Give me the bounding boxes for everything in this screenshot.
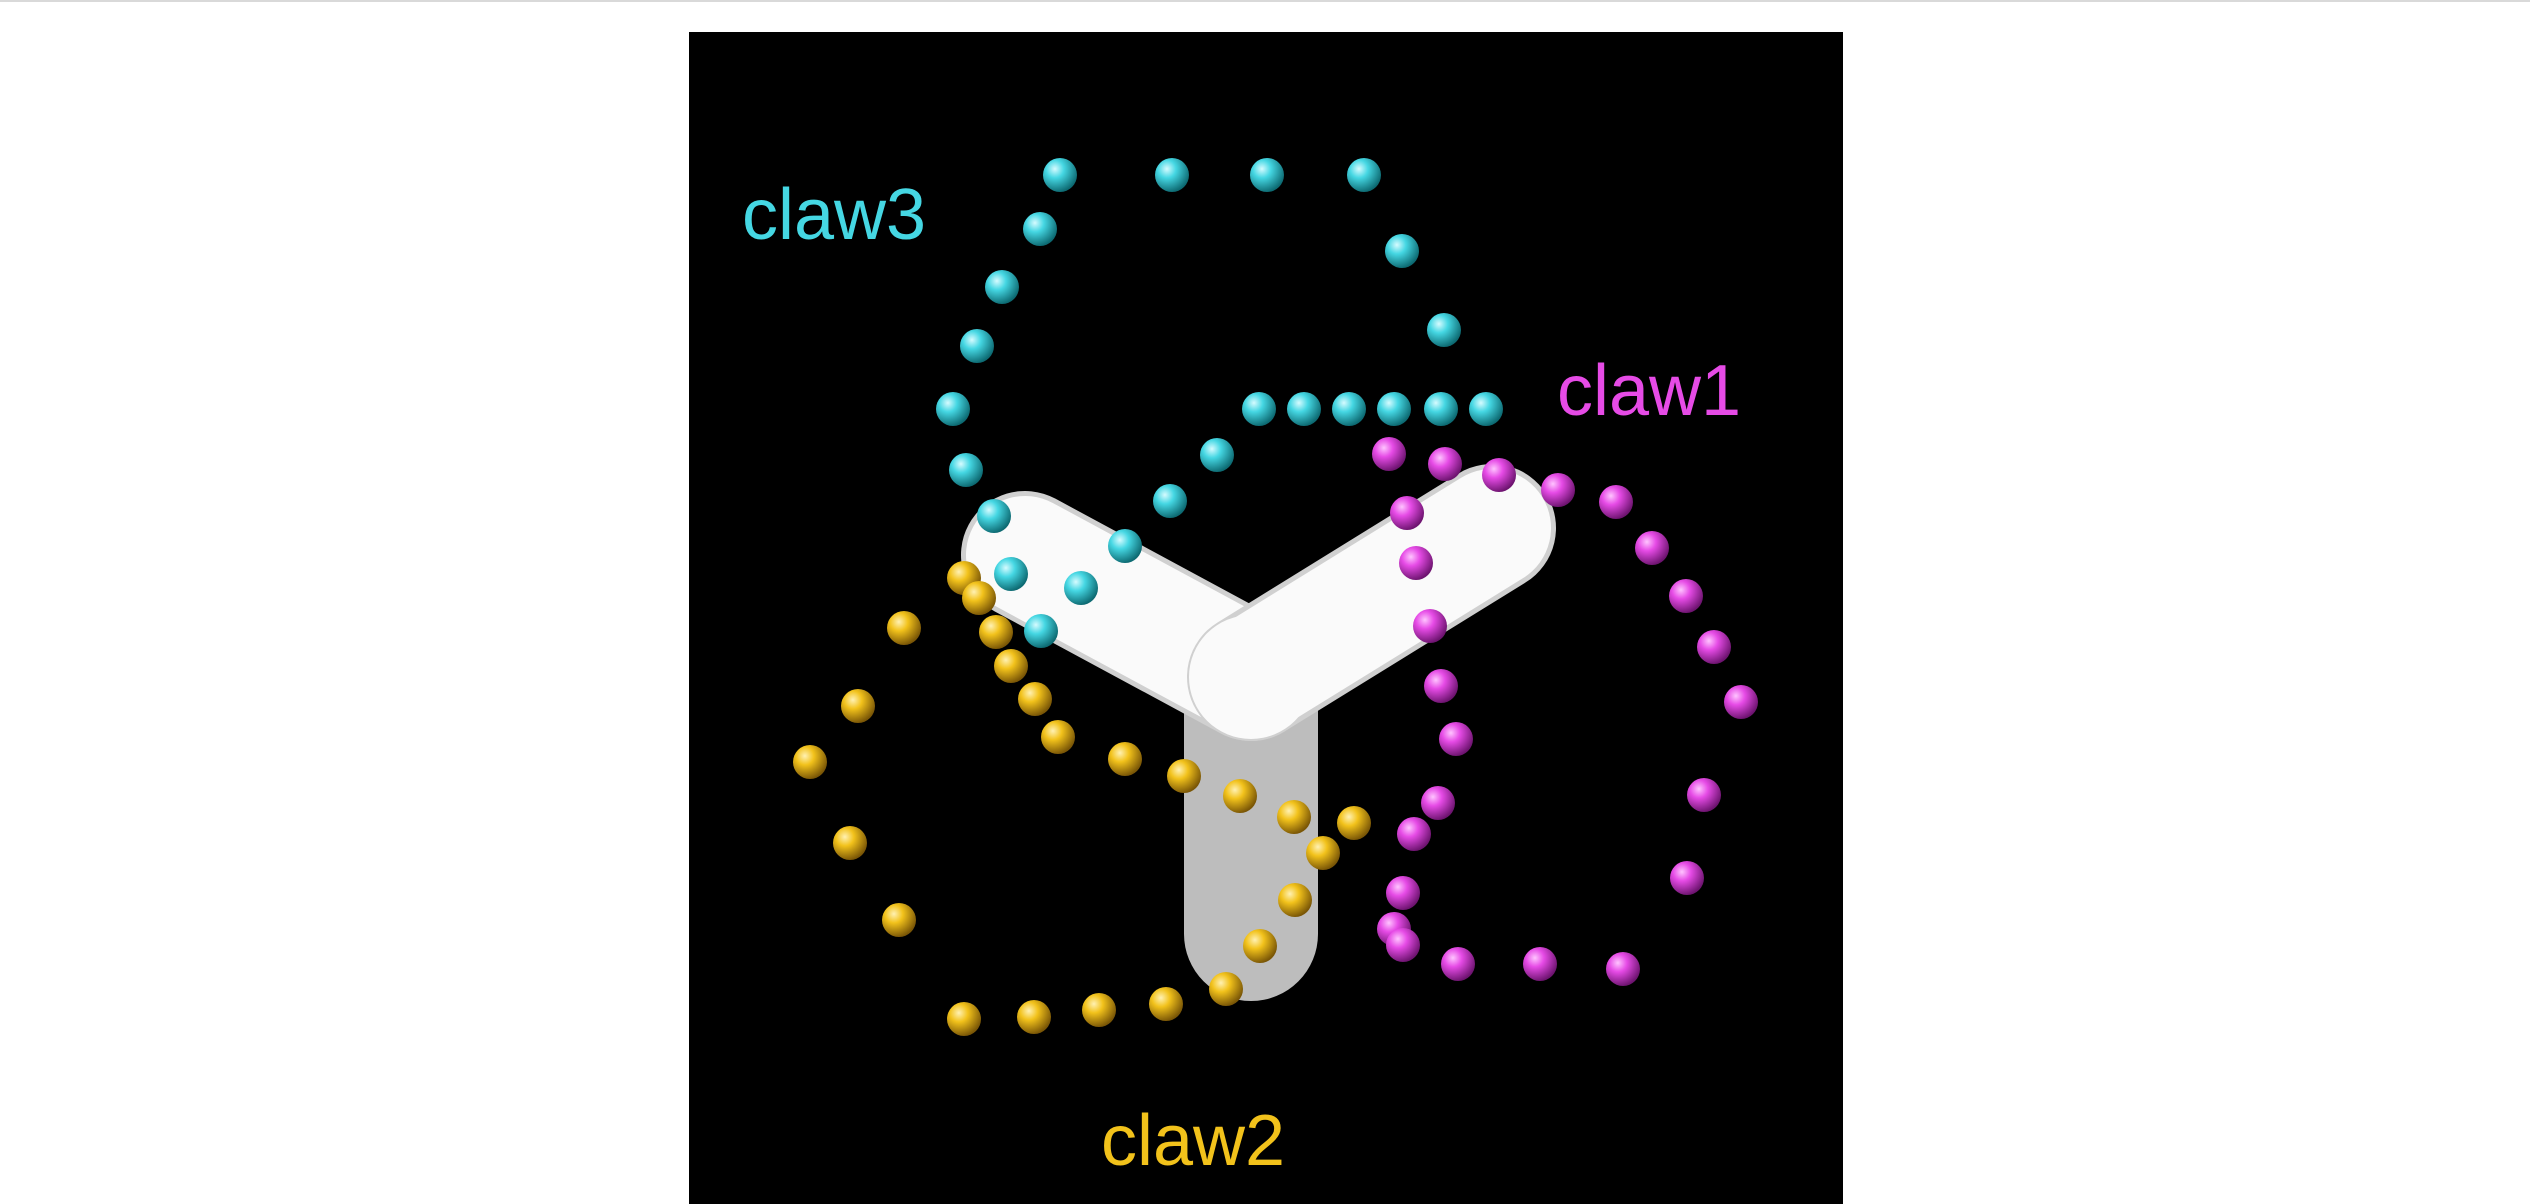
claw2-bead <box>793 745 827 779</box>
claw1-bead <box>1599 485 1633 519</box>
claw3-bead <box>1108 529 1142 563</box>
claw1-bead <box>1386 928 1420 962</box>
claw2-bead <box>979 615 1013 649</box>
claw3-bead <box>1287 392 1321 426</box>
claw2-bead <box>887 611 921 645</box>
claw1-bead <box>1697 630 1731 664</box>
claw1-bead <box>1541 473 1575 507</box>
claw2-bead <box>1223 779 1257 813</box>
claw1-bead <box>1428 447 1462 481</box>
claw1-bead <box>1724 685 1758 719</box>
claw1-bead <box>1635 531 1669 565</box>
claw3-bead <box>1153 484 1187 518</box>
claw3-bead <box>1043 158 1077 192</box>
claw3-bead <box>1385 234 1419 268</box>
claw2-bead <box>1337 806 1371 840</box>
claw3-bead <box>985 270 1019 304</box>
claw2-bead <box>1278 883 1312 917</box>
claw2-bead <box>1082 993 1116 1027</box>
claw2-bead <box>833 826 867 860</box>
claw-diagram-svg: claw3 claw1 claw2 <box>742 158 1758 1181</box>
claw3-bead <box>1200 438 1234 472</box>
claw2-bead <box>1018 682 1052 716</box>
claw3-bead <box>1064 571 1098 605</box>
claw2-bead <box>947 1002 981 1036</box>
top-border <box>0 0 2530 2</box>
claw3-bead <box>1250 158 1284 192</box>
claw2-bead <box>882 903 916 937</box>
claw2-bead <box>1277 800 1311 834</box>
claw1-bead <box>1439 722 1473 756</box>
claw3-bead <box>977 499 1011 533</box>
claw2-label: claw2 <box>1101 1101 1285 1181</box>
claw3-bead <box>936 392 970 426</box>
claw3-label: claw3 <box>742 175 926 255</box>
claw1-bead <box>1441 947 1475 981</box>
claw2-bead <box>962 581 996 615</box>
claw3-bead <box>1469 392 1503 426</box>
claw3-bead <box>994 557 1028 591</box>
claw2-bead <box>994 649 1028 683</box>
claw1-bead <box>1670 861 1704 895</box>
claw1-bead <box>1399 546 1433 580</box>
beads-layer <box>793 158 1758 1036</box>
molecular-figure: claw3 claw1 claw2 <box>689 32 1843 1204</box>
claw3-bead <box>1155 158 1189 192</box>
claw3-bead <box>1332 392 1366 426</box>
claw1-bead <box>1413 609 1447 643</box>
claw3-bead <box>1024 614 1058 648</box>
claw3-bead <box>1377 392 1411 426</box>
claw3-bead <box>1424 392 1458 426</box>
claw1-bead <box>1372 437 1406 471</box>
claw3-bead <box>1427 313 1461 347</box>
claw3-bead <box>1242 392 1276 426</box>
claw3-bead <box>1347 158 1381 192</box>
claw3-bead <box>1023 212 1057 246</box>
claw2-bead <box>1041 720 1075 754</box>
claw2-bead <box>1108 742 1142 776</box>
claw1-bead <box>1523 947 1557 981</box>
y-connector <box>961 464 1556 1001</box>
claw2-bead <box>1149 987 1183 1021</box>
claw2-bead <box>841 689 875 723</box>
claw2-bead <box>1306 836 1340 870</box>
claw3-bead <box>949 453 983 487</box>
claw1-bead <box>1669 579 1703 613</box>
claw2-bead <box>1243 929 1277 963</box>
claw2-bead <box>1167 759 1201 793</box>
claw1-bead <box>1424 669 1458 703</box>
claw1-bead <box>1386 876 1420 910</box>
claw1-bead <box>1687 778 1721 812</box>
claw1-bead <box>1606 952 1640 986</box>
claw1-label: claw1 <box>1557 351 1741 431</box>
claw1-bead <box>1421 786 1455 820</box>
claw1-bead <box>1482 458 1516 492</box>
claw3-bead <box>960 329 994 363</box>
claw1-bead <box>1390 496 1424 530</box>
claw2-bead <box>1017 1000 1051 1034</box>
claw2-bead <box>1209 972 1243 1006</box>
claw1-bead <box>1397 817 1431 851</box>
